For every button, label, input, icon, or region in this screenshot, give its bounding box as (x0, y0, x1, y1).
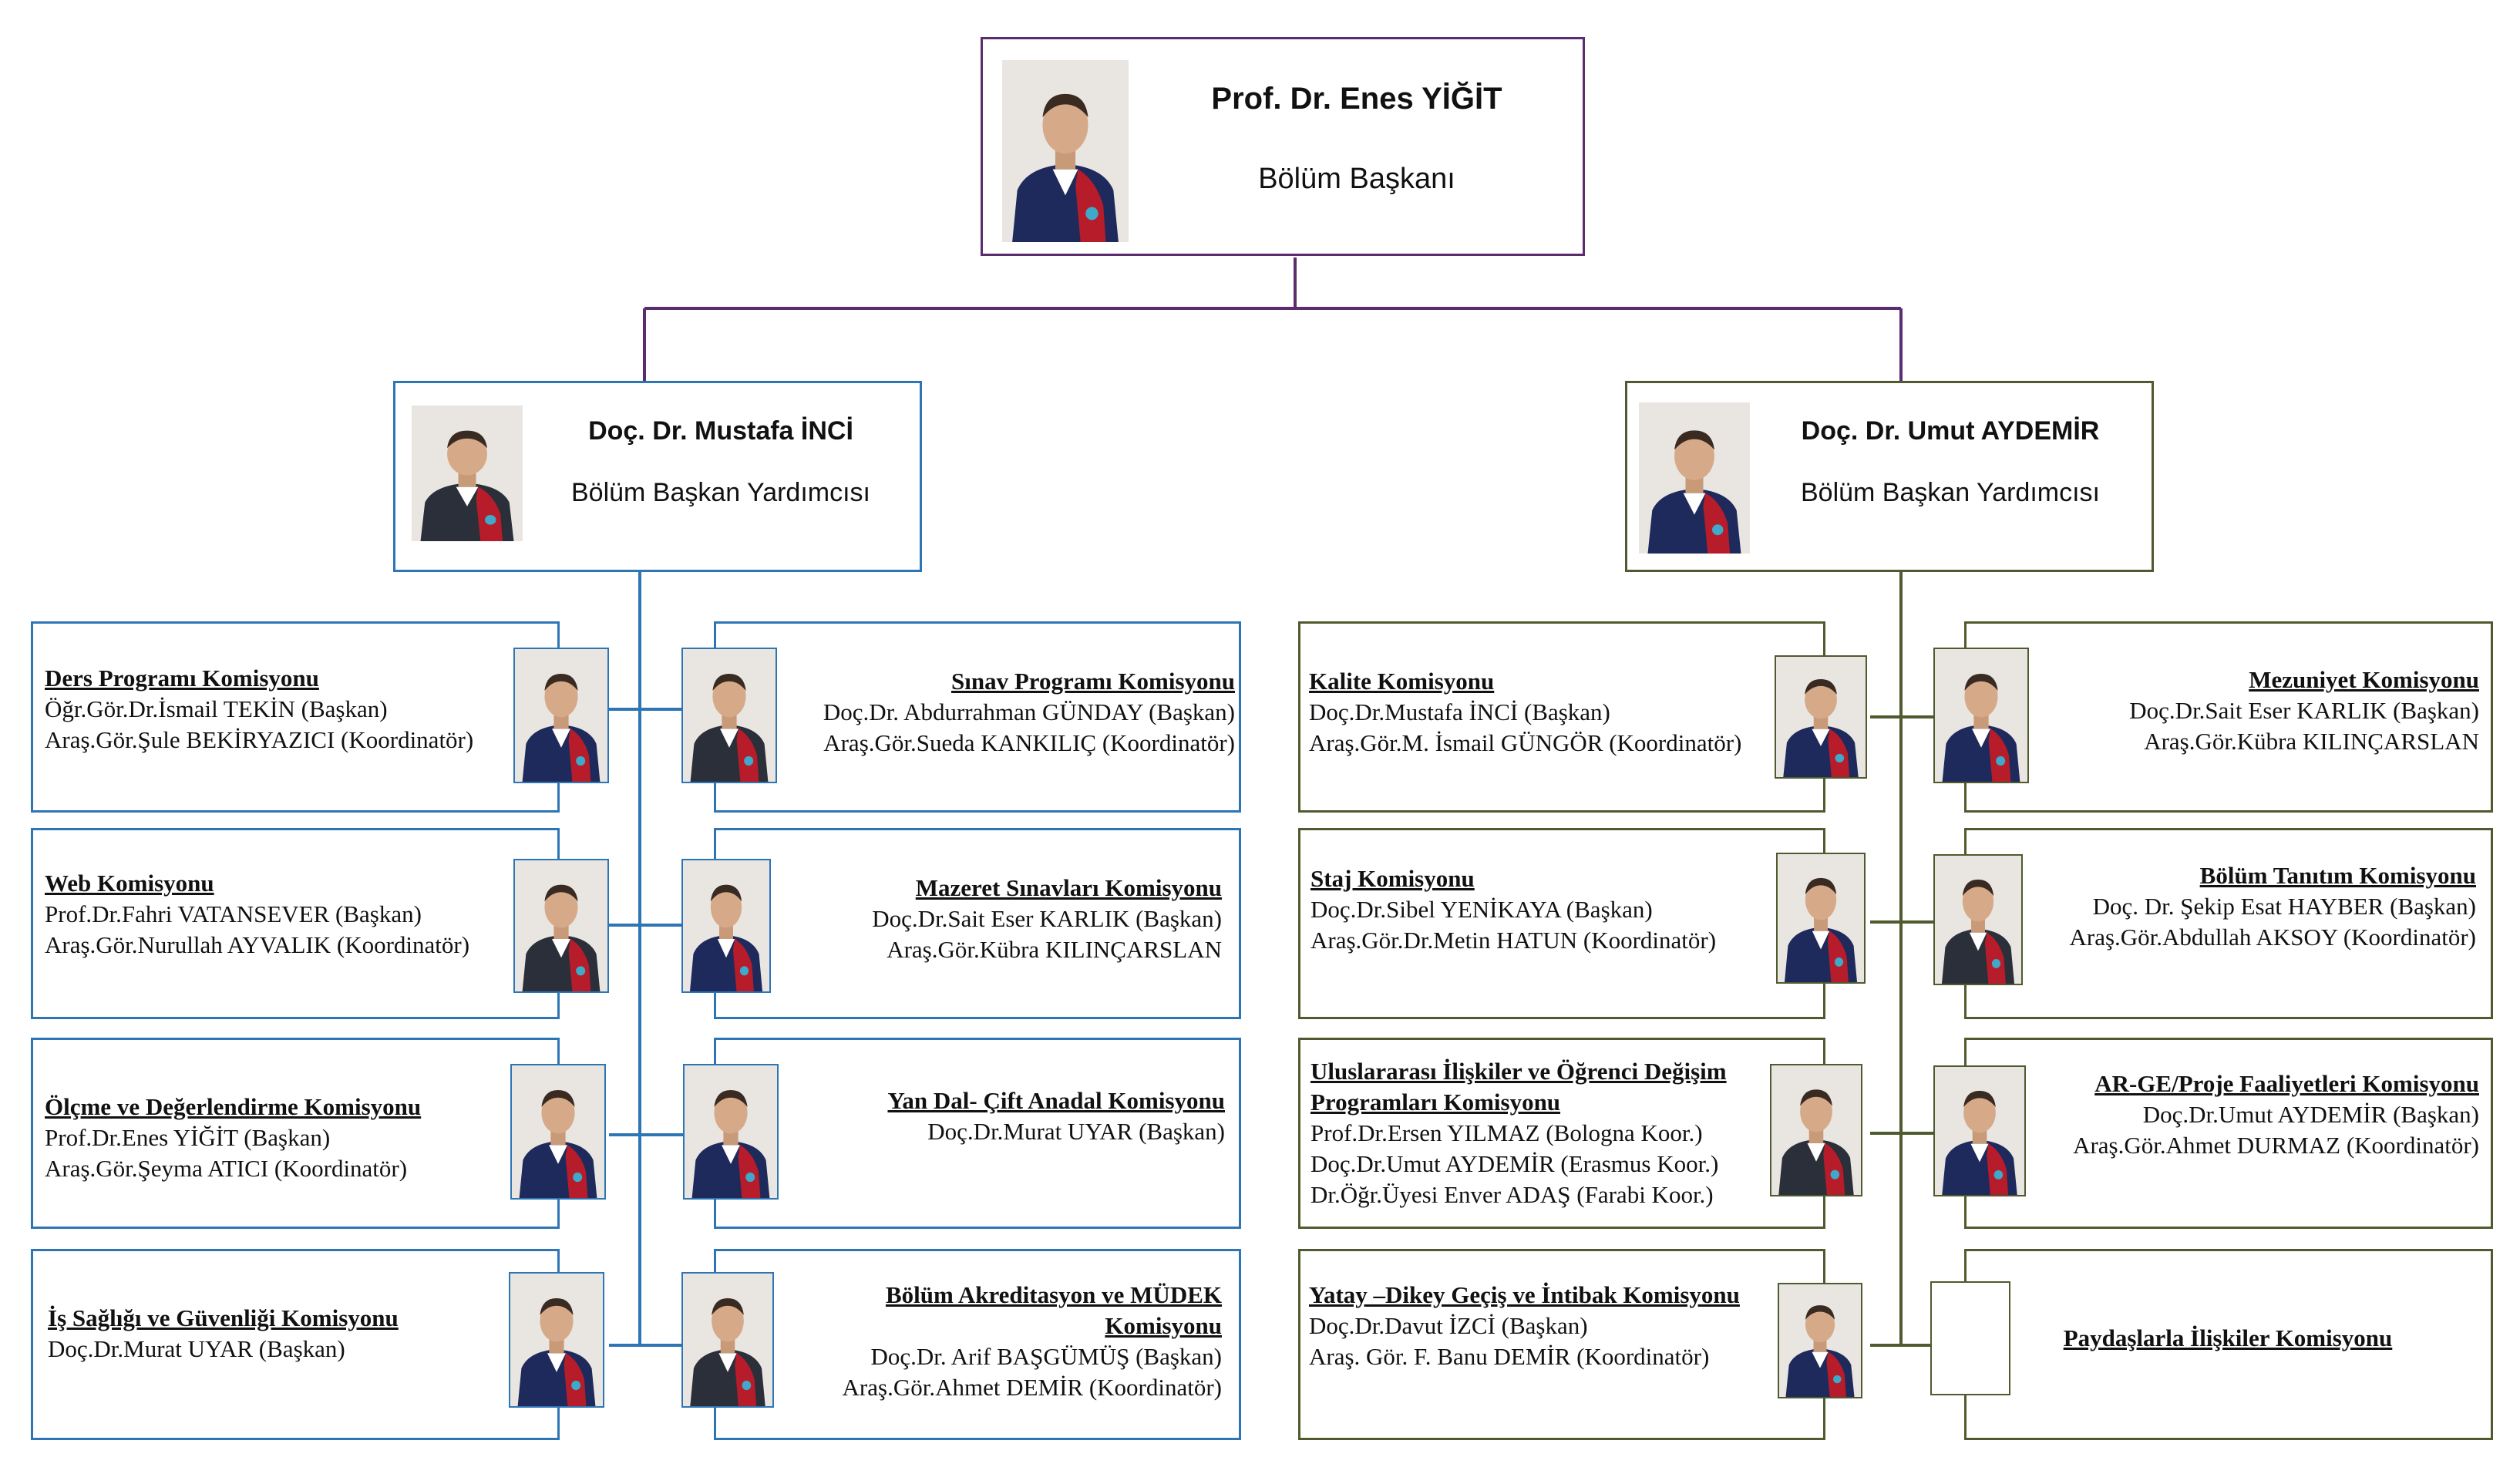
commission-text-mazeret: Mazeret Sınavları Komisyonu Doç.Dr.Sait … (872, 874, 1222, 963)
commission-text-is-sagligi: İş Sağlığı ve Güvenliği Komisyonu Doç.Dr… (48, 1304, 399, 1362)
commission-card-mezuniyet (1964, 621, 2493, 813)
commission-text-ar-ge: AR-GE/Proje Faaliyetleri Komisyonu Doç.D… (2073, 1070, 2479, 1159)
commission-photo-web (513, 859, 609, 993)
connector-left-branches (609, 708, 683, 1347)
commission-photo-akreditasyon (681, 1272, 774, 1408)
vice-right-photo (1639, 402, 1750, 554)
commission-text-yan-dal: Yan Dal- Çift Anadal Komisyonu Doç.Dr.Mu… (887, 1087, 1225, 1145)
commission-card-ders-programi (31, 621, 560, 813)
commission-card-is-sagligi (31, 1249, 560, 1440)
commission-card-sinav-programi (714, 621, 1241, 813)
commission-card-paydaslar (1964, 1249, 2493, 1440)
commission-photo-sinav-programi (681, 648, 777, 783)
vice-left-photo (412, 406, 523, 541)
commission-card-web (31, 828, 560, 1019)
vice-left-text: Doç. Dr. Mustafa İNCİ Bölüm Başkan Yardı… (532, 413, 910, 510)
vice-left-role: Bölüm Başkan Yardımcısı (570, 478, 870, 507)
commission-card-uluslararasi (1298, 1038, 1825, 1229)
vice-right-name: Doç. Dr. Umut AYDEMİR (1801, 416, 2100, 446)
vice-right-role: Bölüm Başkan Yardımcısı (1800, 478, 2100, 507)
connector-right-branches (1870, 715, 1943, 1347)
commission-card-olcme (31, 1038, 560, 1229)
commission-photo-kalite (1775, 655, 1867, 779)
commission-photo-olcme (510, 1064, 606, 1200)
commission-text-staj: Staj Komisyonu Doç.Dr.Sibel YENİKAYA (Ba… (1310, 865, 1717, 954)
commission-text-olcme: Ölçme ve Değerlendirme Komisyonu Prof.Dr… (45, 1093, 422, 1182)
commission-card-ar-ge (1964, 1038, 2493, 1229)
commission-card-mazeret (714, 828, 1241, 1019)
vice-right-text: Doç. Dr. Umut AYDEMİR Bölüm Başkan Yardı… (1758, 413, 2143, 510)
commission-photo-mezuniyet (1933, 648, 2029, 783)
commission-photo-ders-programi (513, 648, 609, 783)
connector-head (643, 257, 1903, 381)
commission-text-akreditasyon: Bölüm Akreditasyon ve MÜDEK Komisyonu Do… (842, 1281, 1222, 1401)
commission-photo-yatay-dikey (1778, 1283, 1862, 1398)
commission-photo-mazeret (681, 859, 771, 993)
commission-photo-yan-dal (683, 1064, 779, 1200)
commission-card-yan-dal (714, 1038, 1241, 1229)
commission-photo-uluslararasi (1770, 1064, 1862, 1196)
commission-photo-bolum-tanitim (1933, 854, 2023, 985)
commission-text-paydaslar: Paydaşlarla İlişkiler Komisyonu (2063, 1324, 2393, 1351)
commission-card-staj (1298, 828, 1825, 1019)
head-name: Prof. Dr. Enes YİĞİT (1211, 82, 1502, 116)
commission-text-ders-programi: Ders Programı Komisyonu Öğr.Gör.Dr.İsmai… (45, 665, 474, 753)
commission-text-web: Web Komisyonu Prof.Dr.Fahri VATANSEVER (… (45, 870, 470, 958)
commission-text-uluslararasi: Uluslararası İlişkiler ve Öğrenci Değişi… (1310, 1058, 1727, 1208)
commission-text-kalite: Kalite Komisyonu Doç.Dr.Mustafa İNCİ (Ba… (1309, 668, 1742, 756)
commission-photo-staj (1776, 853, 1866, 984)
commission-card-yatay-dikey (1298, 1249, 1825, 1440)
commission-text-bolum-tanitim: Bölüm Tanıtım Komisyonu Doç. Dr. Şekip E… (2069, 862, 2477, 951)
head-photo (1002, 60, 1129, 242)
commission-photo-placeholder-paydaslar (1930, 1281, 2010, 1395)
commission-text-sinav-programi: Sınav Programı Komisyonu Doç.Dr. Abdurra… (823, 668, 1235, 756)
commission-photo-ar-ge (1933, 1065, 2026, 1196)
head-text: Prof. Dr. Enes YİĞİT Bölüm Başkanı (1156, 79, 1557, 197)
head-role: Bölüm Başkanı (1258, 163, 1455, 195)
vice-left-name: Doç. Dr. Mustafa İNCİ (588, 416, 853, 446)
commission-text-yatay-dikey: Yatay –Dikey Geçiş ve İntibak Komisyonu … (1309, 1281, 1740, 1370)
commission-photo-is-sagligi (509, 1272, 604, 1408)
commission-text-mezuniyet: Mezuniyet Komisyonu Doç.Dr.Sait Eser KAR… (2129, 666, 2479, 755)
commission-card-akreditasyon (714, 1249, 1241, 1440)
commission-card-kalite (1298, 621, 1825, 813)
